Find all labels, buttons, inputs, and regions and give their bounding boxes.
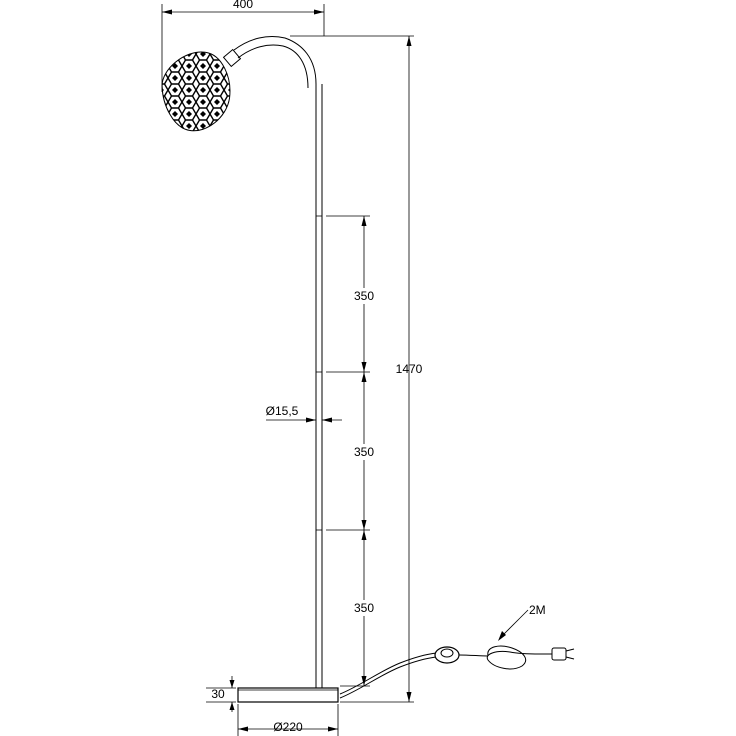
width-label: 400 [233, 0, 253, 11]
segment-label-top: 350 [354, 289, 374, 303]
segment-dimensions: 350 350 350 [326, 215, 378, 687]
tube-diameter-label: Ø15,5 [266, 404, 299, 418]
tube-diameter-dimension: Ø15,5 [266, 404, 342, 423]
cable-length-callout: 2M [498, 603, 546, 641]
segment-label-middle: 350 [354, 445, 374, 459]
base-height-dimension: 30 [206, 676, 236, 712]
lamp-base [237, 687, 339, 703]
foot-switch [434, 646, 460, 664]
lamp-stand [233, 36, 323, 688]
height-dimension: 1470 [290, 35, 423, 703]
base-diameter-label: Ø220 [273, 720, 303, 734]
power-cable [339, 645, 575, 699]
lamp-shade [150, 42, 246, 140]
segment-label-bottom: 350 [354, 601, 374, 615]
plug [540, 647, 575, 661]
height-label: 1470 [396, 362, 423, 376]
base-height-label: 30 [211, 687, 225, 701]
base-diameter-dimension: Ø220 [237, 704, 339, 736]
width-dimension: 400 [161, 0, 325, 92]
cable-length-label: 2M [529, 603, 546, 617]
